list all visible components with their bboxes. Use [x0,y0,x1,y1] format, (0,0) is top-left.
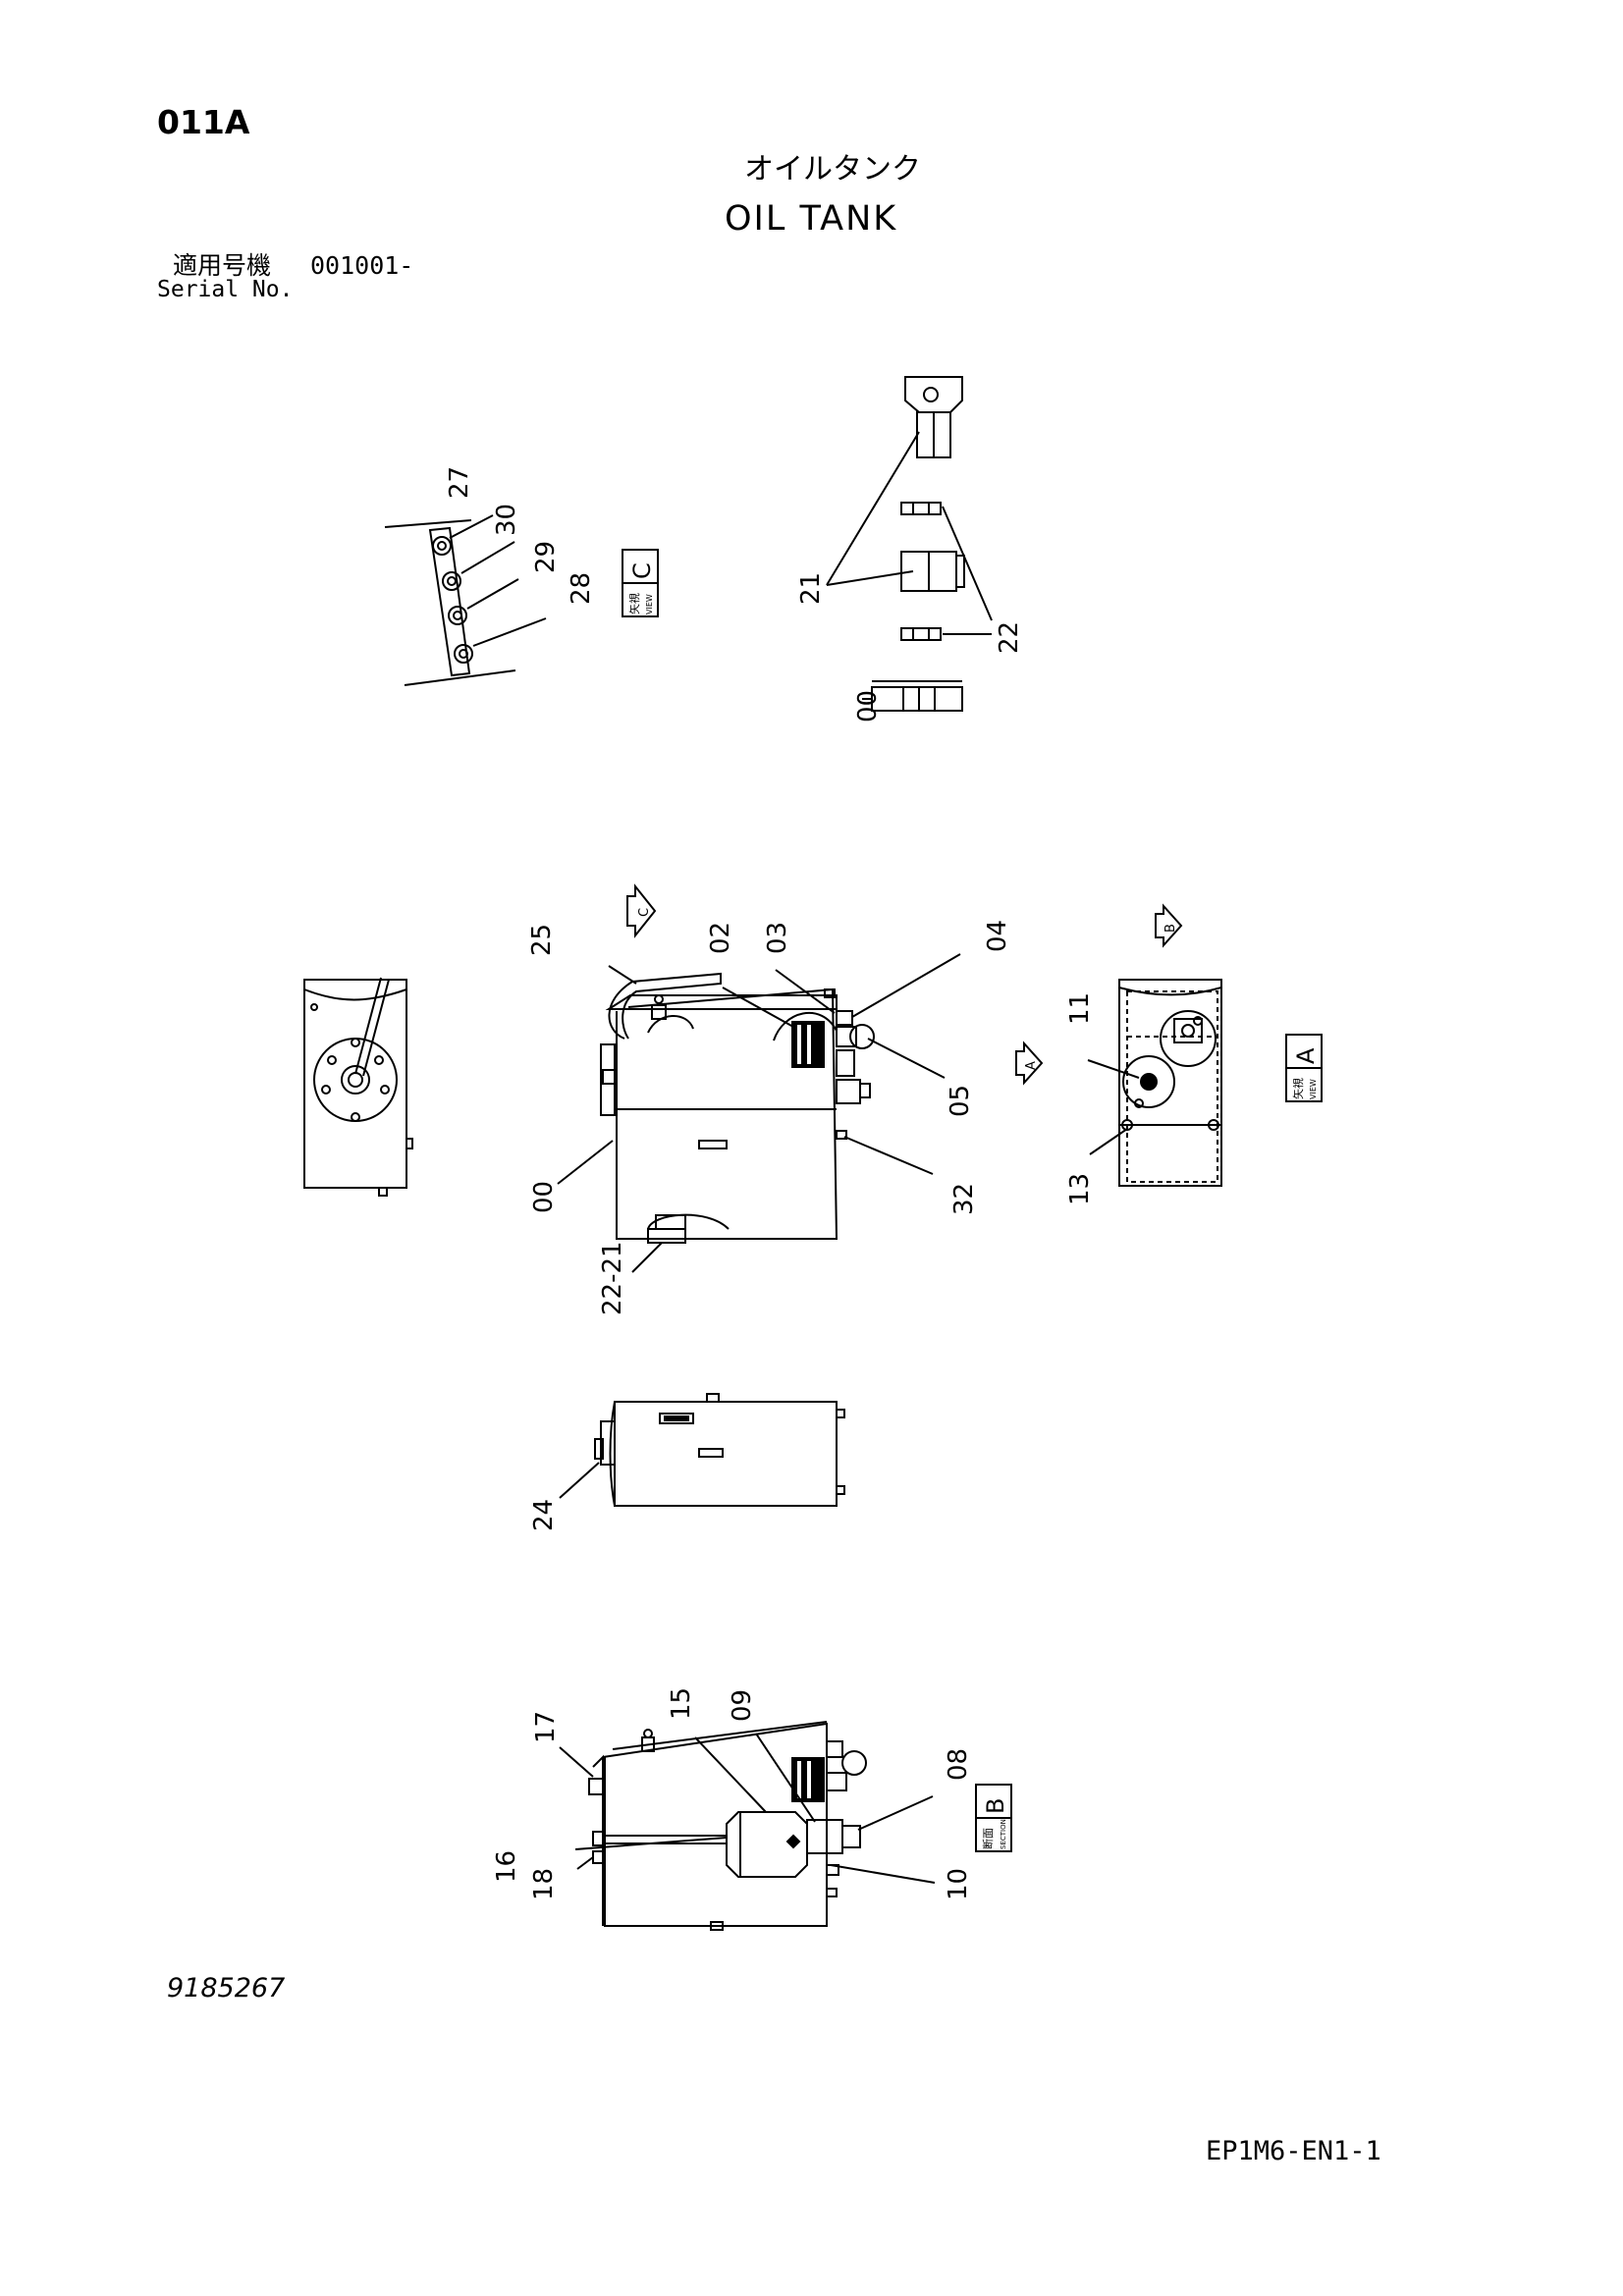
page-id: EP1M6-EN1-1 [1206,2136,1381,2166]
view-c-word-en: VIEW [645,594,654,614]
callout-09: 09 [728,1689,757,1722]
callout-08: 08 [944,1748,973,1781]
arrow-b-letter: B [1163,924,1178,933]
exploded-callouts: 21 22 00 [796,572,1024,722]
serial-value: 001001- [310,251,414,280]
drawing-number: 9185267 [167,1973,286,2003]
arrow-a-letter: A [1024,1061,1039,1070]
main-callouts: 25 02 03 04 05 32 00 22-21 [527,920,1012,1315]
top-view-callouts: 24 [529,1499,559,1531]
view-a-rear-view [1087,979,1222,1187]
title-english: OIL TANK [725,199,898,239]
direction-arrow-c: C [626,883,657,938]
section-b-view [588,1721,867,1931]
callout-15: 15 [667,1687,696,1720]
view-a-letter: A [1292,1047,1320,1064]
direction-arrow-a: A [1015,1041,1044,1086]
callout-02: 02 [706,922,735,954]
title-japanese: オイルタンク [744,152,921,187]
side-view-left [303,977,413,1197]
view-a-word-jp: 矢視 [1291,1078,1305,1099]
page-code: 011A [157,103,250,141]
callout-13: 13 [1065,1173,1095,1205]
view-a-label: A 矢視 VIEW [1285,1034,1323,1102]
callout-03: 03 [763,922,792,954]
serial-label-japanese: 適用号機 [173,251,272,280]
serial-label-english: Serial No. [157,277,294,302]
view-a-word-en: VIEW [1309,1079,1318,1099]
callout-30: 30 [492,504,521,536]
section-b-word-jp: 断面 [981,1828,995,1849]
callout-24: 24 [529,1499,559,1531]
callout-22-top: 22 [995,621,1024,654]
callout-25: 25 [527,924,557,956]
callout-04: 04 [983,920,1012,952]
exploded-parts [826,376,993,712]
view-c-label: C 矢視 VIEW [622,549,659,617]
section-b-leaders [559,1733,936,1884]
callout-00-main: 00 [529,1181,559,1213]
top-view [559,1393,845,1507]
callout-17: 17 [531,1711,561,1743]
callout-29: 29 [531,541,561,573]
callout-32: 32 [949,1183,979,1215]
view-c-fitting-plate [384,514,547,686]
arrow-c-letter: C [637,908,652,917]
main-front-view [600,972,875,1244]
direction-arrow-b: B [1155,903,1183,948]
view-a-callouts: 11 13 [1065,992,1095,1205]
callout-28: 28 [567,572,596,605]
callout-27: 27 [445,466,474,499]
section-b-callouts: 17 15 09 08 16 18 10 [492,1687,973,1900]
callout-11: 11 [1065,992,1095,1025]
view-c-letter: C [628,562,656,579]
section-b-letter: B [982,1798,1009,1814]
callout-22-21: 22-21 [598,1241,627,1315]
callout-05: 05 [946,1085,975,1117]
section-b-label: B 断面 SECTION [975,1784,1012,1852]
callout-18: 18 [529,1868,559,1900]
callout-16: 16 [492,1850,521,1883]
callout-00-top: 00 [853,690,883,722]
view-c-word-jp: 矢視 [627,593,641,614]
callout-10: 10 [944,1868,973,1900]
main-leader-lines [557,953,961,1273]
view-c-callouts: 27 30 29 28 [445,466,596,605]
section-b-word-en: SECTION [1000,1819,1007,1849]
callout-21-top: 21 [796,572,826,605]
